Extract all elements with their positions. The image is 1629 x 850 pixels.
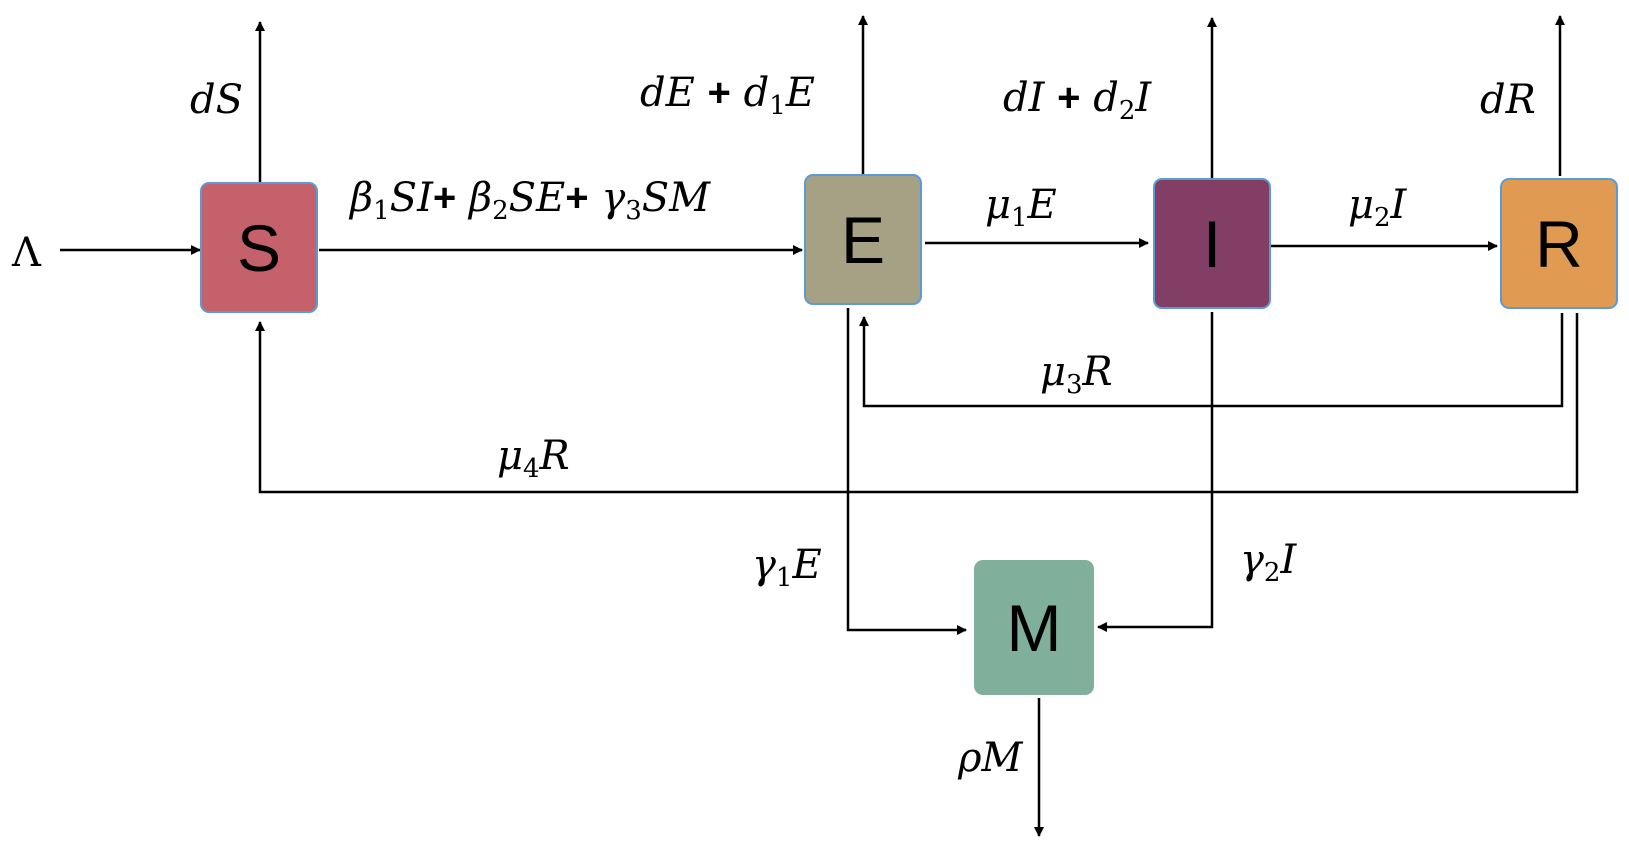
rate-rho-text: ρM xyxy=(958,735,1023,781)
rate-di: dI + d2I xyxy=(1003,78,1151,124)
rate-infection-sub2: 2 xyxy=(492,196,509,226)
rate-di-sub: 2 xyxy=(1118,96,1136,126)
rate-gamma2-var: I xyxy=(1280,537,1297,583)
rate-mu1-sub: 1 xyxy=(1011,203,1028,233)
rate-mu3-sym: μ xyxy=(1040,349,1066,395)
node-e: E xyxy=(804,174,922,305)
rate-mu2: μ2I xyxy=(1348,185,1406,231)
rate-gamma1-sym: γ xyxy=(752,542,776,588)
rate-infection-gamma3: γ xyxy=(601,175,626,221)
rate-mu4-sym: μ xyxy=(497,433,523,479)
rate-mu2-sub: 2 xyxy=(1374,203,1391,233)
rate-infection-sub3: 3 xyxy=(625,196,642,226)
node-m-label: M xyxy=(1006,590,1062,665)
rate-infection-se: SE xyxy=(508,175,566,221)
rate-infection-sm: SM xyxy=(641,175,711,221)
rate-infection-plus2: + xyxy=(565,176,589,220)
rate-mu4-var: R xyxy=(539,433,570,479)
arrow-e-to-m xyxy=(846,308,967,635)
rate-di-p1: dI xyxy=(1003,75,1045,121)
rate-mu1-var: E xyxy=(1027,182,1057,228)
rate-gamma1: γ1E xyxy=(752,545,822,591)
node-r-label: R xyxy=(1535,206,1583,281)
rate-di-plus: + xyxy=(1057,76,1081,120)
inflow-lambda: Λ xyxy=(12,230,41,276)
rate-mu3-var: R xyxy=(1082,349,1113,395)
rate-infection-beta2: β xyxy=(468,175,493,221)
rate-infection: β1SI+ β2SE+ γ3SM xyxy=(350,178,710,224)
rate-infection-sub1: 1 xyxy=(373,196,390,226)
rate-de-p1: dE xyxy=(640,70,695,116)
rate-gamma2-sub: 2 xyxy=(1263,558,1281,588)
rate-rho: ρM xyxy=(958,738,1022,778)
node-s: S xyxy=(200,182,318,313)
node-r: R xyxy=(1500,178,1618,309)
rate-de: dE + d1E xyxy=(640,73,815,119)
rate-di-p3: I xyxy=(1135,75,1152,121)
rate-mu3-sub: 3 xyxy=(1066,370,1083,400)
rate-infection-si: SI xyxy=(389,175,433,221)
rate-mu2-var: I xyxy=(1390,182,1407,228)
rate-mu1-sym: μ xyxy=(985,182,1011,228)
rate-infection-beta1: β xyxy=(350,175,374,221)
rate-mu1: μ1E xyxy=(985,185,1057,231)
rate-dr: dR xyxy=(1480,80,1536,120)
node-i-label: I xyxy=(1202,206,1222,281)
rate-gamma1-var: E xyxy=(792,542,822,588)
node-s-label: S xyxy=(236,210,282,285)
rate-gamma2: γ2I xyxy=(1240,540,1296,586)
rate-mu3: μ3R xyxy=(1040,352,1113,398)
arrow-i-to-m xyxy=(1097,312,1214,632)
node-e-label: E xyxy=(840,202,886,277)
rate-infection-plus1: + xyxy=(432,176,457,220)
rate-ds: dS xyxy=(190,80,243,120)
rate-de-p2: d xyxy=(743,70,770,116)
rate-ds-text: dS xyxy=(190,77,244,123)
node-i: I xyxy=(1153,178,1271,309)
rate-mu4-sub: 4 xyxy=(523,454,540,484)
rate-gamma1-sub: 1 xyxy=(775,563,793,593)
rate-mu4: μ4R xyxy=(497,436,570,482)
rate-de-p3: E xyxy=(785,70,815,116)
rate-di-p2: d xyxy=(1093,75,1119,121)
node-m: M xyxy=(974,560,1094,695)
rate-gamma2-sym: γ xyxy=(1240,537,1264,583)
rate-de-plus: + xyxy=(707,71,731,115)
arrow-r-to-s xyxy=(255,313,1579,494)
rate-mu2-sym: μ xyxy=(1348,182,1374,228)
rate-de-sub: 1 xyxy=(769,91,786,121)
rate-dr-text: dR xyxy=(1480,77,1536,123)
